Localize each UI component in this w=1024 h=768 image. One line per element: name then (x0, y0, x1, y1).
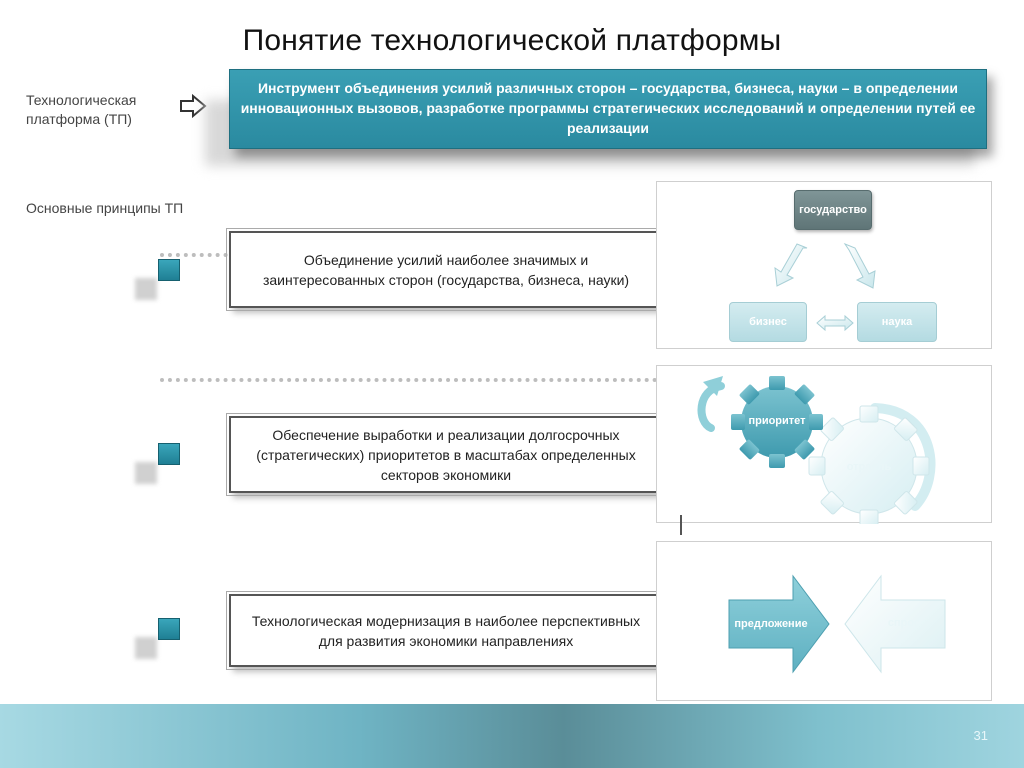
node-science: наука (857, 302, 937, 342)
principles-label: Основные принципы ТП (26, 200, 184, 216)
arrow-label-demand: спрос (887, 616, 921, 629)
bullet-1 (158, 259, 180, 281)
supply-demand-arrows (728, 574, 946, 674)
principle-text-2: Обеспечение выработки и реализации долго… (256, 426, 636, 483)
footer-band (0, 704, 1024, 768)
gears-graphic (697, 376, 936, 524)
definition-box: Инструмент объединения усилий различных … (229, 69, 987, 149)
principle-box-3: Технологическая модернизация в наиболее … (226, 591, 666, 670)
page-number: 31 (973, 728, 988, 743)
arrow-label-supply: предложение (734, 617, 808, 630)
node-business: бизнес (729, 302, 807, 342)
curved-arrow-left-head (703, 376, 723, 396)
cycle-arrow-bottom (816, 314, 854, 332)
arrow-demand (844, 574, 946, 674)
definition-text: Инструмент объединения усилий различных … (240, 80, 976, 136)
text-cursor (680, 515, 682, 535)
curved-arrow-right (870, 403, 936, 511)
gear-industry (808, 405, 930, 524)
cycle-panel: государство бизнес наука (656, 181, 992, 349)
cycle-arrows (774, 242, 876, 332)
principle-text-1: Объединение усилий наиболее значимых и з… (262, 251, 630, 288)
slide-title: Понятие технологической платформы (242, 24, 782, 57)
arrow-supply (728, 574, 830, 674)
arrow-right-icon (180, 94, 207, 118)
bullet-shadow-2 (135, 462, 157, 484)
gears-panel: приоритет отрасль (656, 365, 992, 524)
bullet-2 (158, 443, 180, 465)
cycle-arrow-right (843, 242, 876, 289)
supply-demand-panel: предложение спрос (656, 541, 992, 701)
cycle-arrow-left (774, 243, 808, 287)
principle-box-1: Объединение усилий наиболее значимых и з… (226, 228, 666, 311)
bullet-shadow-1 (135, 278, 157, 300)
tp-label: Технологическая платформа (ТП) (26, 92, 137, 127)
principle-box-2: Обеспечение выработки и реализации долго… (226, 413, 666, 496)
separator-2 (160, 378, 705, 382)
bullet-3 (158, 618, 180, 640)
gear-priority (731, 376, 823, 468)
principle-text-3: Технологическая модернизация в наиболее … (251, 612, 641, 649)
node-state: государство (794, 190, 872, 230)
bullet-shadow-3 (135, 637, 157, 659)
gear-label-industry: отрасль (846, 460, 892, 473)
gear-label-priority: приоритет (748, 414, 806, 427)
